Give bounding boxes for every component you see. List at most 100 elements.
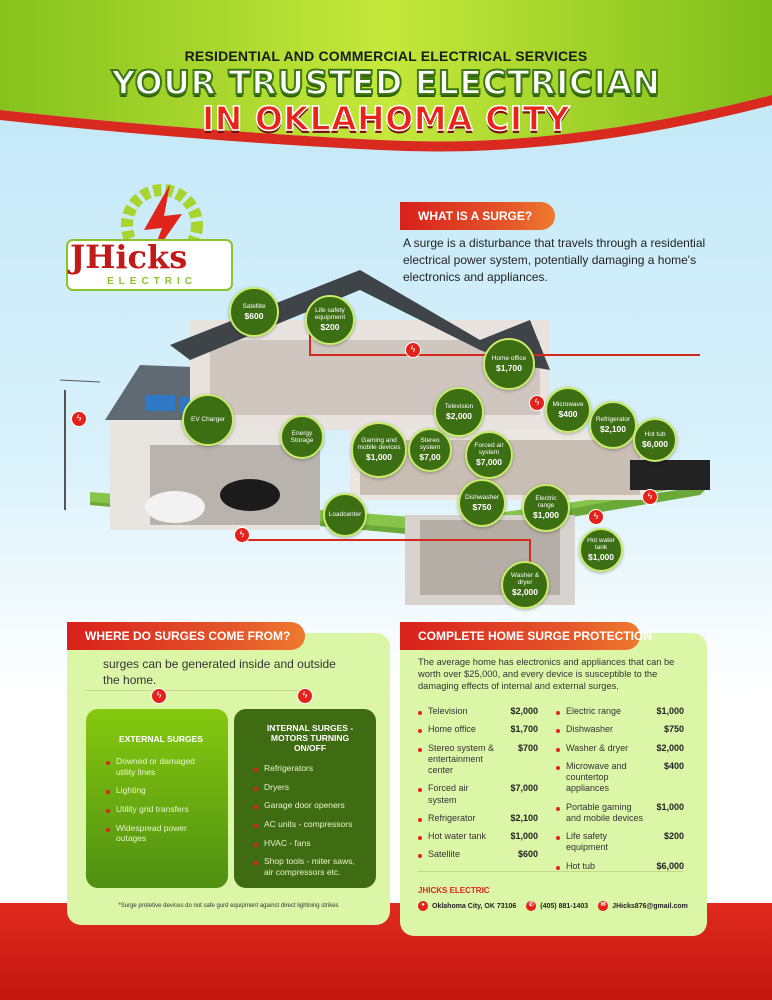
price-item-value: $1,700 [510, 724, 538, 735]
price-item: Life safety equipment$200 [556, 831, 684, 854]
appliance-value: $200 [320, 322, 340, 333]
appliance-bubble: Hot water tank$1,000 [579, 528, 623, 572]
appliance-bubble: Television$2,000 [434, 387, 484, 437]
external-surges-box: EXTERNAL SURGES Downed or damaged utilit… [86, 709, 228, 888]
protection-panel [400, 633, 707, 936]
appliance-bubble: Microwave$400 [545, 387, 591, 433]
appliance-value: $750 [472, 501, 492, 512]
appliance-bubble: Home office$1,700 [483, 338, 535, 390]
lightning-icon: ϟ [71, 411, 87, 427]
price-item: Portable gaming and mobile devices$1,000 [556, 802, 684, 825]
price-item: Satellite$600 [418, 849, 538, 860]
appliance-name: Hot tub [644, 430, 666, 438]
appliance-name: Energy Storage [290, 429, 314, 444]
contact-row: ● Oklahoma City, OK 73106 ✆ (405) 881-14… [418, 901, 688, 911]
appliance-name: Life safety equipment [314, 307, 346, 322]
price-item-value: $400 [663, 760, 684, 771]
list-item: AC units - compressors [254, 819, 366, 830]
appliance-value: $1,700 [496, 362, 522, 373]
appliance-bubble: Forced air system$7,000 [465, 431, 513, 479]
header-title-line2: IN OKLAHOMA CITY [201, 99, 571, 138]
list-item: Dryers [254, 782, 366, 793]
appliance-name: Microwave [552, 400, 584, 408]
price-item-name: Microwave and countertop appliances [566, 760, 627, 794]
appliance-bubble: Stereo system$7,00 [408, 428, 452, 472]
price-item: Forced air system$7,000 [418, 783, 538, 806]
appliance-name: Electric range [535, 495, 557, 510]
appliance-bubble: Electric range$1,000 [522, 484, 570, 532]
where-surges-intro: surges can be generated inside and outsi… [103, 657, 336, 687]
protection-heading: COMPLETE HOME SURGE PROTECTION [400, 622, 652, 650]
appliance-value: $2,100 [600, 423, 626, 434]
price-item-value: $700 [517, 742, 538, 753]
appliance-value: $7,00 [419, 452, 441, 463]
price-item: Television $2,000 [418, 706, 538, 717]
price-item-value: $750 [663, 724, 684, 735]
what-is-surge-heading: WHAT IS A SURGE? [400, 202, 555, 230]
appliance-name: Loadcenter [328, 511, 362, 519]
lightning-icon: ϟ [588, 509, 604, 525]
appliance-name: Refrigerator [595, 415, 631, 423]
lightning-icon: ϟ [297, 688, 313, 704]
price-item: Washer & dryer $2,000 [556, 743, 684, 754]
list-item: Lighting [106, 785, 216, 796]
price-item-name: Television [428, 706, 468, 716]
appliance-bubble: Loadcenter [323, 493, 367, 537]
price-item: Hot tub$6,000 [556, 861, 684, 872]
price-item-value: $200 [663, 831, 684, 841]
list-item: Garage door openers [254, 800, 366, 811]
appliance-name: Forced air system [474, 442, 504, 457]
lightning-icon: ϟ [234, 527, 250, 543]
price-item-name: Forced air system [428, 783, 469, 805]
header-subtitle: RESIDENTIAL AND COMMERCIAL ELECTRICAL SE… [184, 48, 588, 64]
external-surges-title: EXTERNAL SURGES [119, 734, 203, 744]
appliance-value: $2,000 [512, 587, 538, 598]
appliance-value: $1,000 [366, 452, 392, 463]
green-swoosh [0, 0, 772, 152]
price-item-name: Portable gaming and mobile devices [566, 801, 644, 823]
header-title-line1: YOUR TRUSTED ELECTRICIAN [110, 63, 661, 102]
appliance-value: $2,000 [446, 410, 472, 421]
phone[interactable]: (405) 881-1403 [540, 902, 589, 910]
appliance-name: Gaming and mobile devices [357, 437, 401, 452]
logo: JHicks ELECTRIC [62, 180, 237, 295]
appliance-value: $7,000 [476, 457, 502, 468]
divider [86, 690, 308, 691]
appliance-value: $6,000 [642, 438, 668, 449]
logo-subtext: ELECTRIC [107, 276, 197, 287]
price-item-name: Refrigerator [428, 812, 476, 823]
what-is-surge-body: A surge is a disturbance that travels th… [403, 236, 706, 284]
internal-surges-box: INTERNAL SURGES - MOTORS TURNING ON/OFF … [234, 709, 376, 888]
protection-intro: The average home has electronics and app… [418, 657, 675, 691]
price-item-name: Electric range [566, 706, 622, 716]
price-item-value: $2,000 [510, 706, 538, 716]
divider [418, 871, 683, 872]
where-surges-heading: WHERE DO SURGES COME FROM? [67, 622, 305, 650]
price-item-name: Hot water tank [428, 831, 487, 841]
appliance-bubble: Dishwasher$750 [458, 479, 506, 527]
price-item: Refrigerator$2,100 [418, 813, 538, 824]
lightning-icon: ϟ [642, 489, 658, 505]
email[interactable]: JHicks876@gmail.com [612, 902, 688, 910]
phone-icon: ✆ [526, 901, 537, 911]
price-item-name: Satellite [428, 849, 461, 860]
price-item-name: Hot tub [566, 860, 596, 871]
price-item-name: Home office [428, 724, 476, 735]
price-item: Home office $1,700 [418, 724, 538, 735]
appliance-bubble: Life safety equipment$200 [305, 295, 355, 345]
price-item-name: Stereo system & entertainment center [428, 742, 495, 776]
appliance-name: Satellite [242, 302, 266, 310]
company-name: JHICKS ELECTRIC [418, 886, 490, 895]
appliance-bubble: Refrigerator$2,100 [589, 401, 637, 449]
appliance-name: Dishwasher [465, 493, 499, 501]
price-item-name: Washer & dryer [566, 742, 629, 753]
price-item-value: $1,000 [510, 831, 538, 841]
list-item: Downed or damaged utility lines [106, 756, 216, 777]
price-item-name: Dishwasher [566, 724, 614, 735]
price-item-value: $2,000 [656, 742, 684, 753]
appliance-name: Television [444, 402, 474, 410]
list-item: HVAC - fans [254, 838, 366, 849]
appliance-bubble: Gaming and mobile devices$1,000 [351, 422, 407, 478]
